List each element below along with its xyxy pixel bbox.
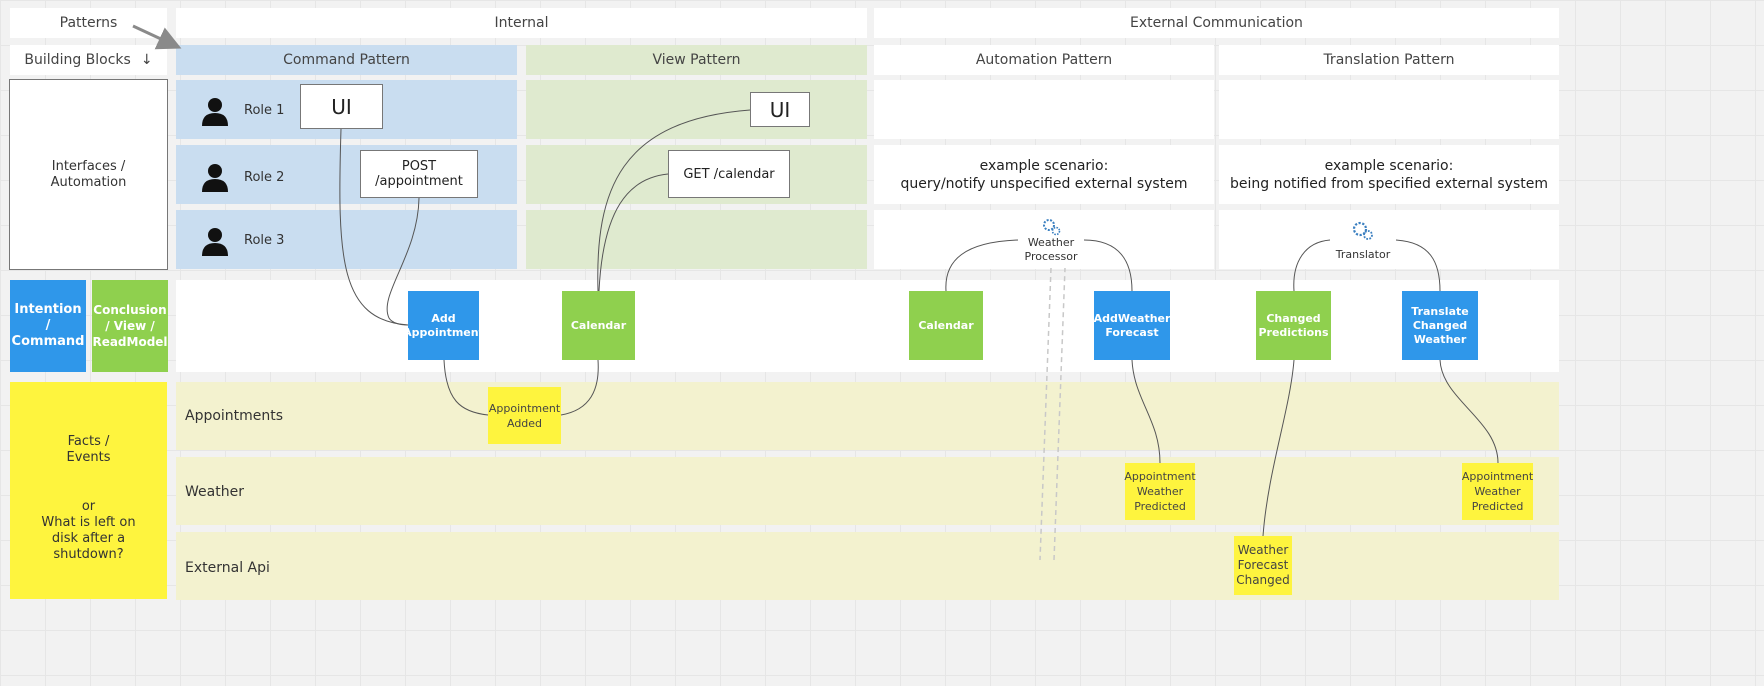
facts-events-legend: Facts / Events or What is left on disk a… bbox=[10, 382, 167, 599]
intention-command-legend: Intention / Command bbox=[10, 280, 86, 372]
automation-scenario: example scenario:query/notify unspecifie… bbox=[874, 145, 1214, 204]
conclusion-view-legend: Conclusion / View / ReadModel bbox=[92, 280, 168, 372]
translator-label: Translator bbox=[1335, 248, 1391, 261]
command-ui-box: UI bbox=[300, 84, 383, 129]
weather-lane: Weather bbox=[176, 457, 1559, 525]
appointment-weather-predicted-event-1: Appointment Weather Predicted bbox=[1124, 463, 1196, 520]
translator: Translator bbox=[1330, 220, 1396, 264]
person-icon bbox=[202, 98, 228, 126]
translation-row1 bbox=[1219, 80, 1559, 139]
automation-pattern-header: Automation Pattern bbox=[874, 45, 1214, 75]
building-blocks-header: Building Blocks ↓ bbox=[10, 45, 167, 75]
role-label: Role 3 bbox=[244, 233, 285, 248]
automation-row3 bbox=[874, 210, 1214, 269]
weather-forecast-changed-event: Weather Forecast Changed bbox=[1234, 536, 1292, 595]
role-2: Role 2 bbox=[200, 162, 300, 192]
gears-icon bbox=[1043, 219, 1061, 236]
gears-icon bbox=[1352, 221, 1373, 240]
person-icon bbox=[202, 228, 228, 256]
external-header: External Communication bbox=[874, 8, 1559, 38]
add-weather-forecast-command: AddWeather Forecast bbox=[1094, 291, 1170, 360]
changed-predictions-view: Changed Predictions bbox=[1256, 291, 1331, 360]
view-pattern-header: View Pattern bbox=[526, 45, 867, 75]
patterns-header: Patterns bbox=[10, 8, 167, 38]
appointment-added-event: Appointment Added bbox=[488, 387, 561, 444]
get-calendar-box: GET /calendar bbox=[668, 150, 790, 198]
automation-row1 bbox=[874, 80, 1214, 139]
role-label: Role 2 bbox=[244, 170, 285, 185]
view-role1-lane bbox=[526, 80, 867, 139]
external-api-lane: External Api bbox=[176, 532, 1559, 600]
add-appointment-command: Add Appointment bbox=[403, 291, 484, 360]
arrow-down-icon: ↓ bbox=[140, 52, 153, 68]
translate-changed-weather-command: Translate Changed Weather bbox=[1402, 291, 1478, 360]
translation-row3 bbox=[1219, 210, 1559, 269]
translation-pattern-header: Translation Pattern bbox=[1219, 45, 1559, 75]
interfaces-automation-box: Interfaces / Automation bbox=[9, 79, 168, 270]
view-role3-lane bbox=[526, 210, 867, 269]
internal-header: Internal bbox=[176, 8, 867, 38]
role-1: Role 1 bbox=[200, 96, 300, 126]
role-3: Role 3 bbox=[200, 226, 300, 256]
command-view-lane bbox=[176, 280, 1559, 372]
appointment-weather-predicted-event-2: Appointment Weather Predicted bbox=[1462, 463, 1533, 520]
role-label: Role 1 bbox=[244, 103, 285, 118]
translation-scenario: example scenario:being notified from spe… bbox=[1219, 145, 1559, 204]
command-pattern-header: Command Pattern bbox=[176, 45, 517, 75]
post-appointment-box: POST /appointment bbox=[360, 150, 478, 198]
appointments-lane: Appointments bbox=[176, 382, 1559, 450]
weather-processor-label: Weather Processor bbox=[1024, 236, 1078, 263]
weather-processor: Weather Processor bbox=[1015, 218, 1087, 264]
calendar-view-1: Calendar bbox=[562, 291, 635, 360]
person-icon bbox=[202, 164, 228, 192]
calendar-view-2: Calendar bbox=[909, 291, 983, 360]
view-ui-box: UI bbox=[750, 92, 810, 127]
